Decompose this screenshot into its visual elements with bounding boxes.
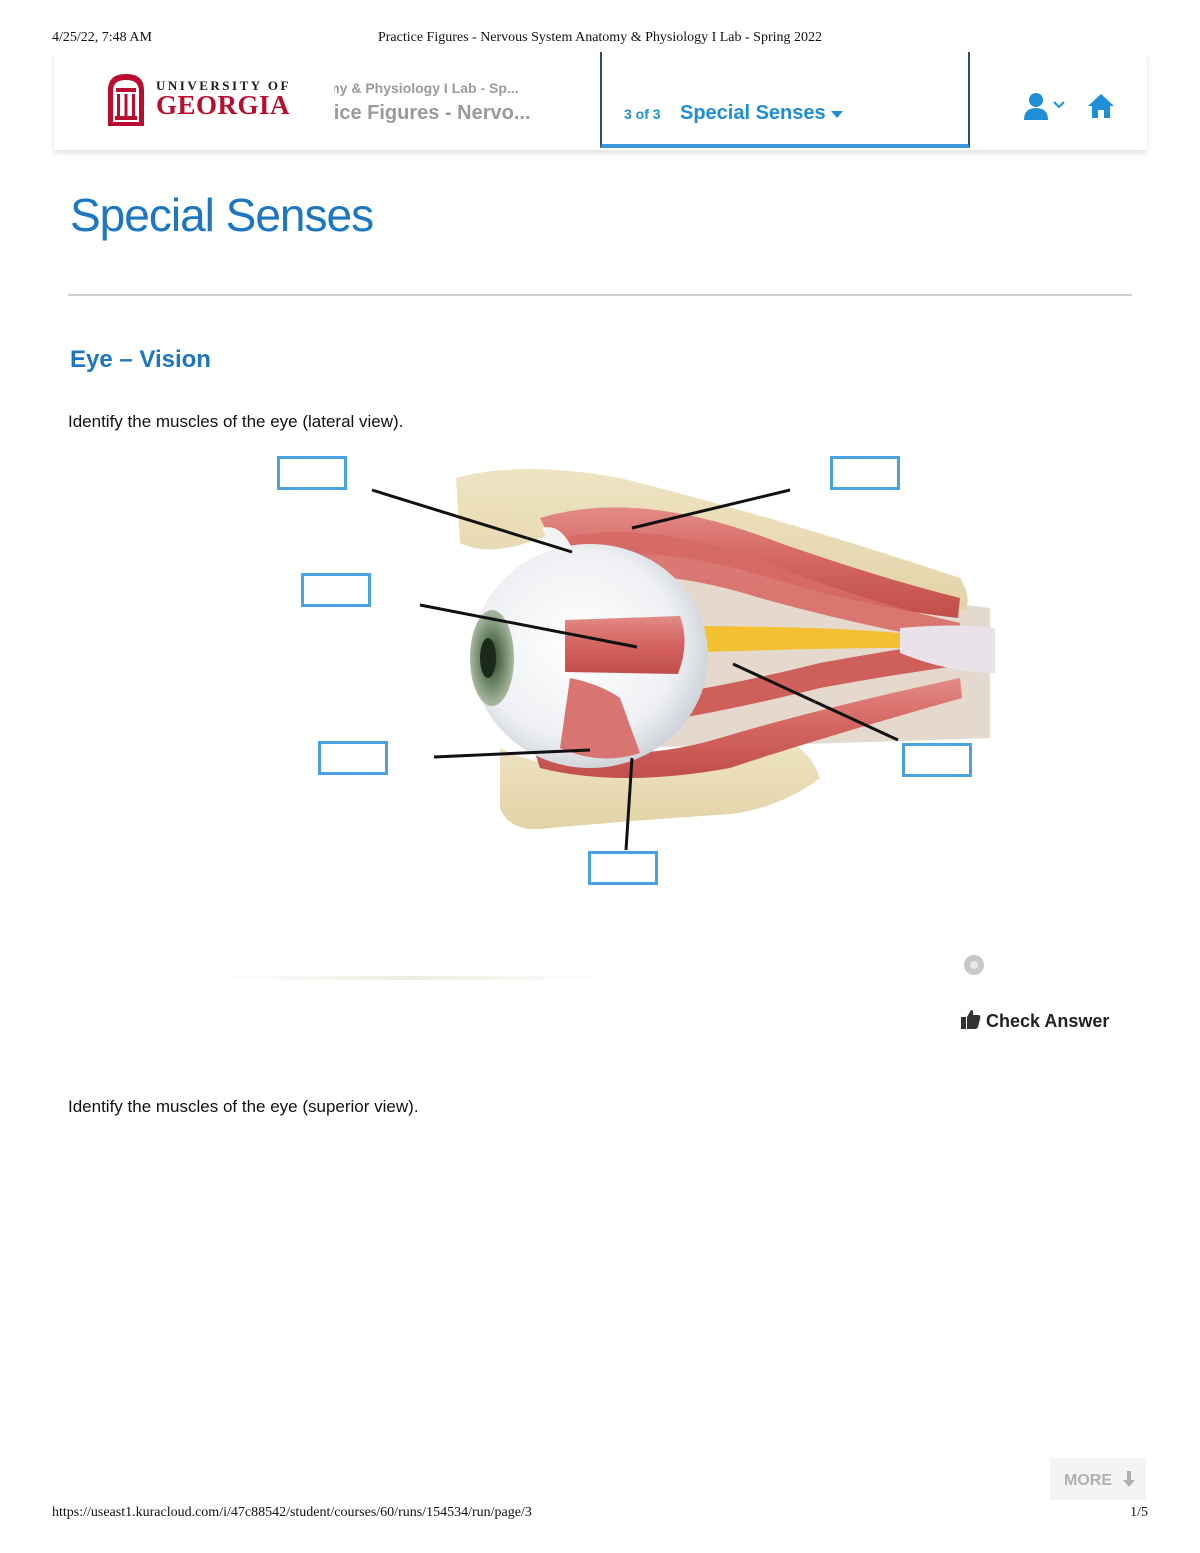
- eye-muscles-figure: [260, 448, 1000, 898]
- answer-box-2[interactable]: [830, 456, 900, 490]
- print-footer: https://useast1.kuracloud.com/i/47c88542…: [0, 1505, 1200, 1525]
- print-datetime: 4/25/22, 7:48 AM: [52, 30, 152, 45]
- section-heading: Eye – Vision: [70, 346, 211, 373]
- check-answer-label: Check Answer: [986, 1011, 1110, 1031]
- more-label: MORE: [1064, 1472, 1112, 1489]
- question-superior-view: Identify the muscles of the eye (superio…: [68, 1097, 419, 1116]
- thumbs-up-icon: [961, 1010, 981, 1029]
- title-divider: [68, 294, 1132, 296]
- logo-text-university-of: UNIVERSITY OF: [156, 78, 291, 93]
- eye-lateral-view-illustration: [456, 469, 995, 830]
- answer-box-4[interactable]: [318, 741, 388, 775]
- answer-box-3[interactable]: [301, 573, 371, 607]
- answer-box-1[interactable]: [277, 456, 347, 490]
- print-title: Practice Figures - Nervous System Anatom…: [377, 30, 823, 45]
- print-page-number: 1/5: [1130, 1505, 1148, 1520]
- answer-box-5[interactable]: [902, 743, 972, 777]
- reset-icon[interactable]: [964, 955, 984, 975]
- more-button[interactable]: MORE: [1050, 1458, 1146, 1500]
- logo-text-georgia: GEORGIA: [156, 90, 291, 120]
- university-logo[interactable]: UNIVERSITY OF GEORGIA: [106, 72, 306, 134]
- print-header: 4/25/22, 7:48 AM Practice Figures - Nerv…: [0, 30, 1200, 50]
- arrow-down-icon: [1123, 1471, 1136, 1487]
- course-breadcrumb[interactable]: tomy & Physiology I Lab - Sp... ctice Fi…: [334, 74, 574, 134]
- answer-box-6[interactable]: [588, 851, 658, 885]
- assignment-name: ctice Figures - Nervo...: [334, 102, 531, 124]
- question-lateral-view: Identify the muscles of the eye (lateral…: [68, 412, 404, 431]
- top-navigation-bar: UNIVERSITY OF GEORGIA tomy & Physiology …: [54, 52, 1147, 150]
- arch-logo-icon: [108, 74, 144, 126]
- page-selector-tab[interactable]: 3 of 3 Special Senses: [600, 52, 970, 148]
- page-tab-title: Special Senses: [680, 102, 826, 124]
- user-menu-icon[interactable]: [1022, 92, 1068, 122]
- print-url: https://useast1.kuracloud.com/i/47c88542…: [52, 1505, 532, 1520]
- page-count: 3 of 3: [624, 106, 661, 122]
- home-icon[interactable]: [1086, 92, 1116, 120]
- check-answer-button[interactable]: Check Answer: [960, 1008, 1109, 1032]
- caret-down-icon: [831, 111, 843, 118]
- course-name: tomy & Physiology I Lab - Sp...: [334, 80, 519, 96]
- page-title: Special Senses: [70, 189, 374, 241]
- figure-divider: [210, 976, 610, 980]
- chevron-down-icon: [1053, 101, 1065, 109]
